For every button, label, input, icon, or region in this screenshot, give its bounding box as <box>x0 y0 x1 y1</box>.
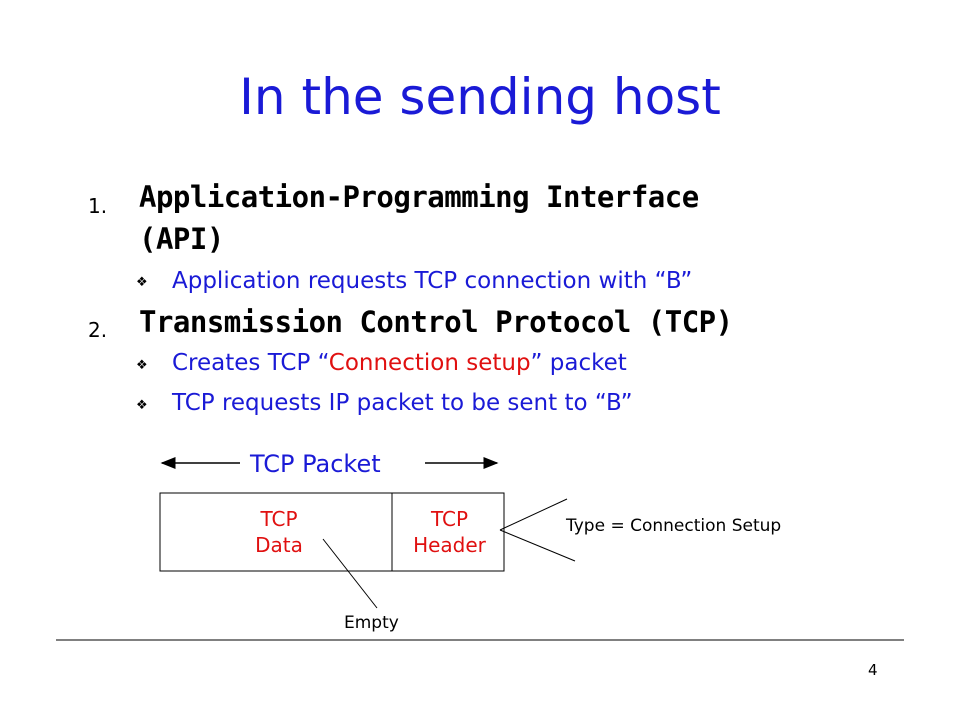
bullet-text-part: ” packet <box>530 350 627 376</box>
diamond-flower-icon: ❖ <box>136 398 148 413</box>
diamond-flower-icon: ❖ <box>136 358 148 373</box>
item-1-bullet-1: Application requests TCP connection with… <box>172 268 692 294</box>
item-2-bullet-1: Creates TCP “Connection setup” packet <box>172 350 627 376</box>
bullet-text: Application requests TCP connection with… <box>172 268 693 294</box>
tcp-data-line2: Data <box>255 533 303 557</box>
slide-title: In the sending host <box>239 68 721 126</box>
item-1-heading-line1: Application-Programming Interface <box>139 180 699 214</box>
packet-box <box>159 492 505 572</box>
tcp-data-cell: TCP Data <box>229 506 329 558</box>
item-2-heading-line1: Transmission Control Protocol (TCP) <box>139 305 733 339</box>
diamond-flower-icon: ❖ <box>136 275 148 290</box>
item-2-number: 2. <box>88 318 108 342</box>
empty-label: Empty <box>344 613 399 633</box>
page-number: 4 <box>868 661 878 679</box>
bullet-text-highlight: Connection setup <box>328 350 531 376</box>
tcp-header-line1: TCP <box>430 507 469 531</box>
type-callout-line-upper <box>499 498 568 531</box>
packet-label: TCP Packet <box>250 450 381 478</box>
empty-callout-line <box>322 538 378 609</box>
item-1-number: 1. <box>88 194 108 218</box>
tcp-header-cell: TCP Header <box>398 506 501 558</box>
tcp-header-line2: Header <box>413 533 486 557</box>
item-1-heading-line2: (API) <box>139 222 224 256</box>
bullet-text-part: Creates TCP “ <box>172 350 329 376</box>
item-2-bullet-2: TCP requests IP packet to be sent to “B” <box>172 390 633 416</box>
type-callout-line-lower <box>499 529 576 562</box>
bullet-text: TCP requests IP packet to be sent to “B” <box>172 390 633 416</box>
tcp-data-line1: TCP <box>260 507 298 531</box>
type-label: Type = Connection Setup <box>566 516 782 536</box>
